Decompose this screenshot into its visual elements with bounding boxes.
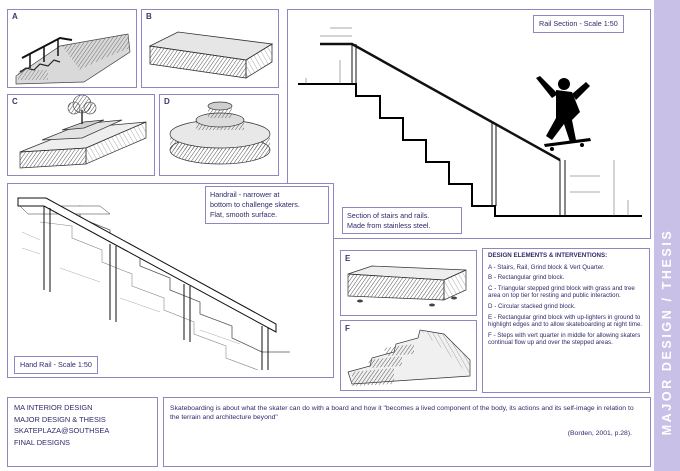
- project-info-line: MAJOR DESIGN & THESIS: [14, 414, 106, 424]
- sketch-a: [15, 33, 131, 85]
- skater-silhouette: [536, 76, 591, 151]
- panel-c-label: C: [12, 97, 18, 106]
- project-info-line: SKATEPLAZA@SOUTHSEA: [14, 426, 110, 435]
- legend-item-b: B - Rectangular grind block.: [488, 274, 565, 282]
- hand-rail-drawing: [17, 197, 290, 371]
- sidebar-band: [654, 0, 680, 471]
- sketch-b: [148, 31, 274, 79]
- panel-a-label: A: [12, 12, 18, 21]
- legend-item-e: E - Rectangular grind block with up-ligh…: [488, 313, 643, 329]
- sketch-e: [347, 265, 467, 307]
- panel-b-label: B: [146, 12, 152, 21]
- project-info-line: FINAL DESIGNS: [14, 437, 70, 447]
- hand-rail-caption: Handrail - narrower at bottom to challen…: [205, 186, 329, 224]
- project-info-line: MA INTERIOR DESIGN: [14, 403, 93, 412]
- sketch-f: [347, 329, 471, 386]
- quote-text: Skateboarding is about what the skater c…: [170, 405, 634, 421]
- panel-e-label: E: [345, 254, 351, 263]
- legend-heading: DESIGN ELEMENTS & INTERVENTIONS:: [488, 252, 608, 259]
- legend-item-d: D - Circular stacked grind block.: [488, 302, 576, 310]
- sidebar-title: MAJOR DESIGN / THESIS: [660, 228, 674, 436]
- hand-rail-title: Hand Rail - Scale 1:50: [14, 356, 98, 374]
- panel-f-label: F: [345, 324, 350, 333]
- quote-box: Skateboarding is about what the skater c…: [163, 397, 651, 467]
- sketch-d: [169, 101, 271, 165]
- quote-citation: (Borden, 2001, p.28).: [567, 430, 632, 437]
- rail-section-panel: [287, 9, 651, 239]
- sketch-c: [19, 94, 147, 169]
- rail-section-drawing: [298, 27, 642, 217]
- legend-item-c: C - Triangular stepped grind block with …: [488, 284, 635, 300]
- legend-item-f: F - Steps with vert quarter in middle fo…: [488, 331, 641, 347]
- rail-section-title: Rail Section - Scale 1:50: [533, 15, 624, 33]
- panel-d-label: D: [164, 97, 170, 106]
- design-elements-legend: DESIGN ELEMENTS & INTERVENTIONS: A - Sta…: [482, 248, 650, 393]
- rail-section-caption: Section of stairs and rails. Made from s…: [342, 207, 462, 234]
- legend-item-a: A - Stairs, Rail, Grind block & Vert Qua…: [488, 263, 605, 271]
- project-info: MA INTERIOR DESIGN MAJOR DESIGN & THESIS…: [7, 397, 158, 467]
